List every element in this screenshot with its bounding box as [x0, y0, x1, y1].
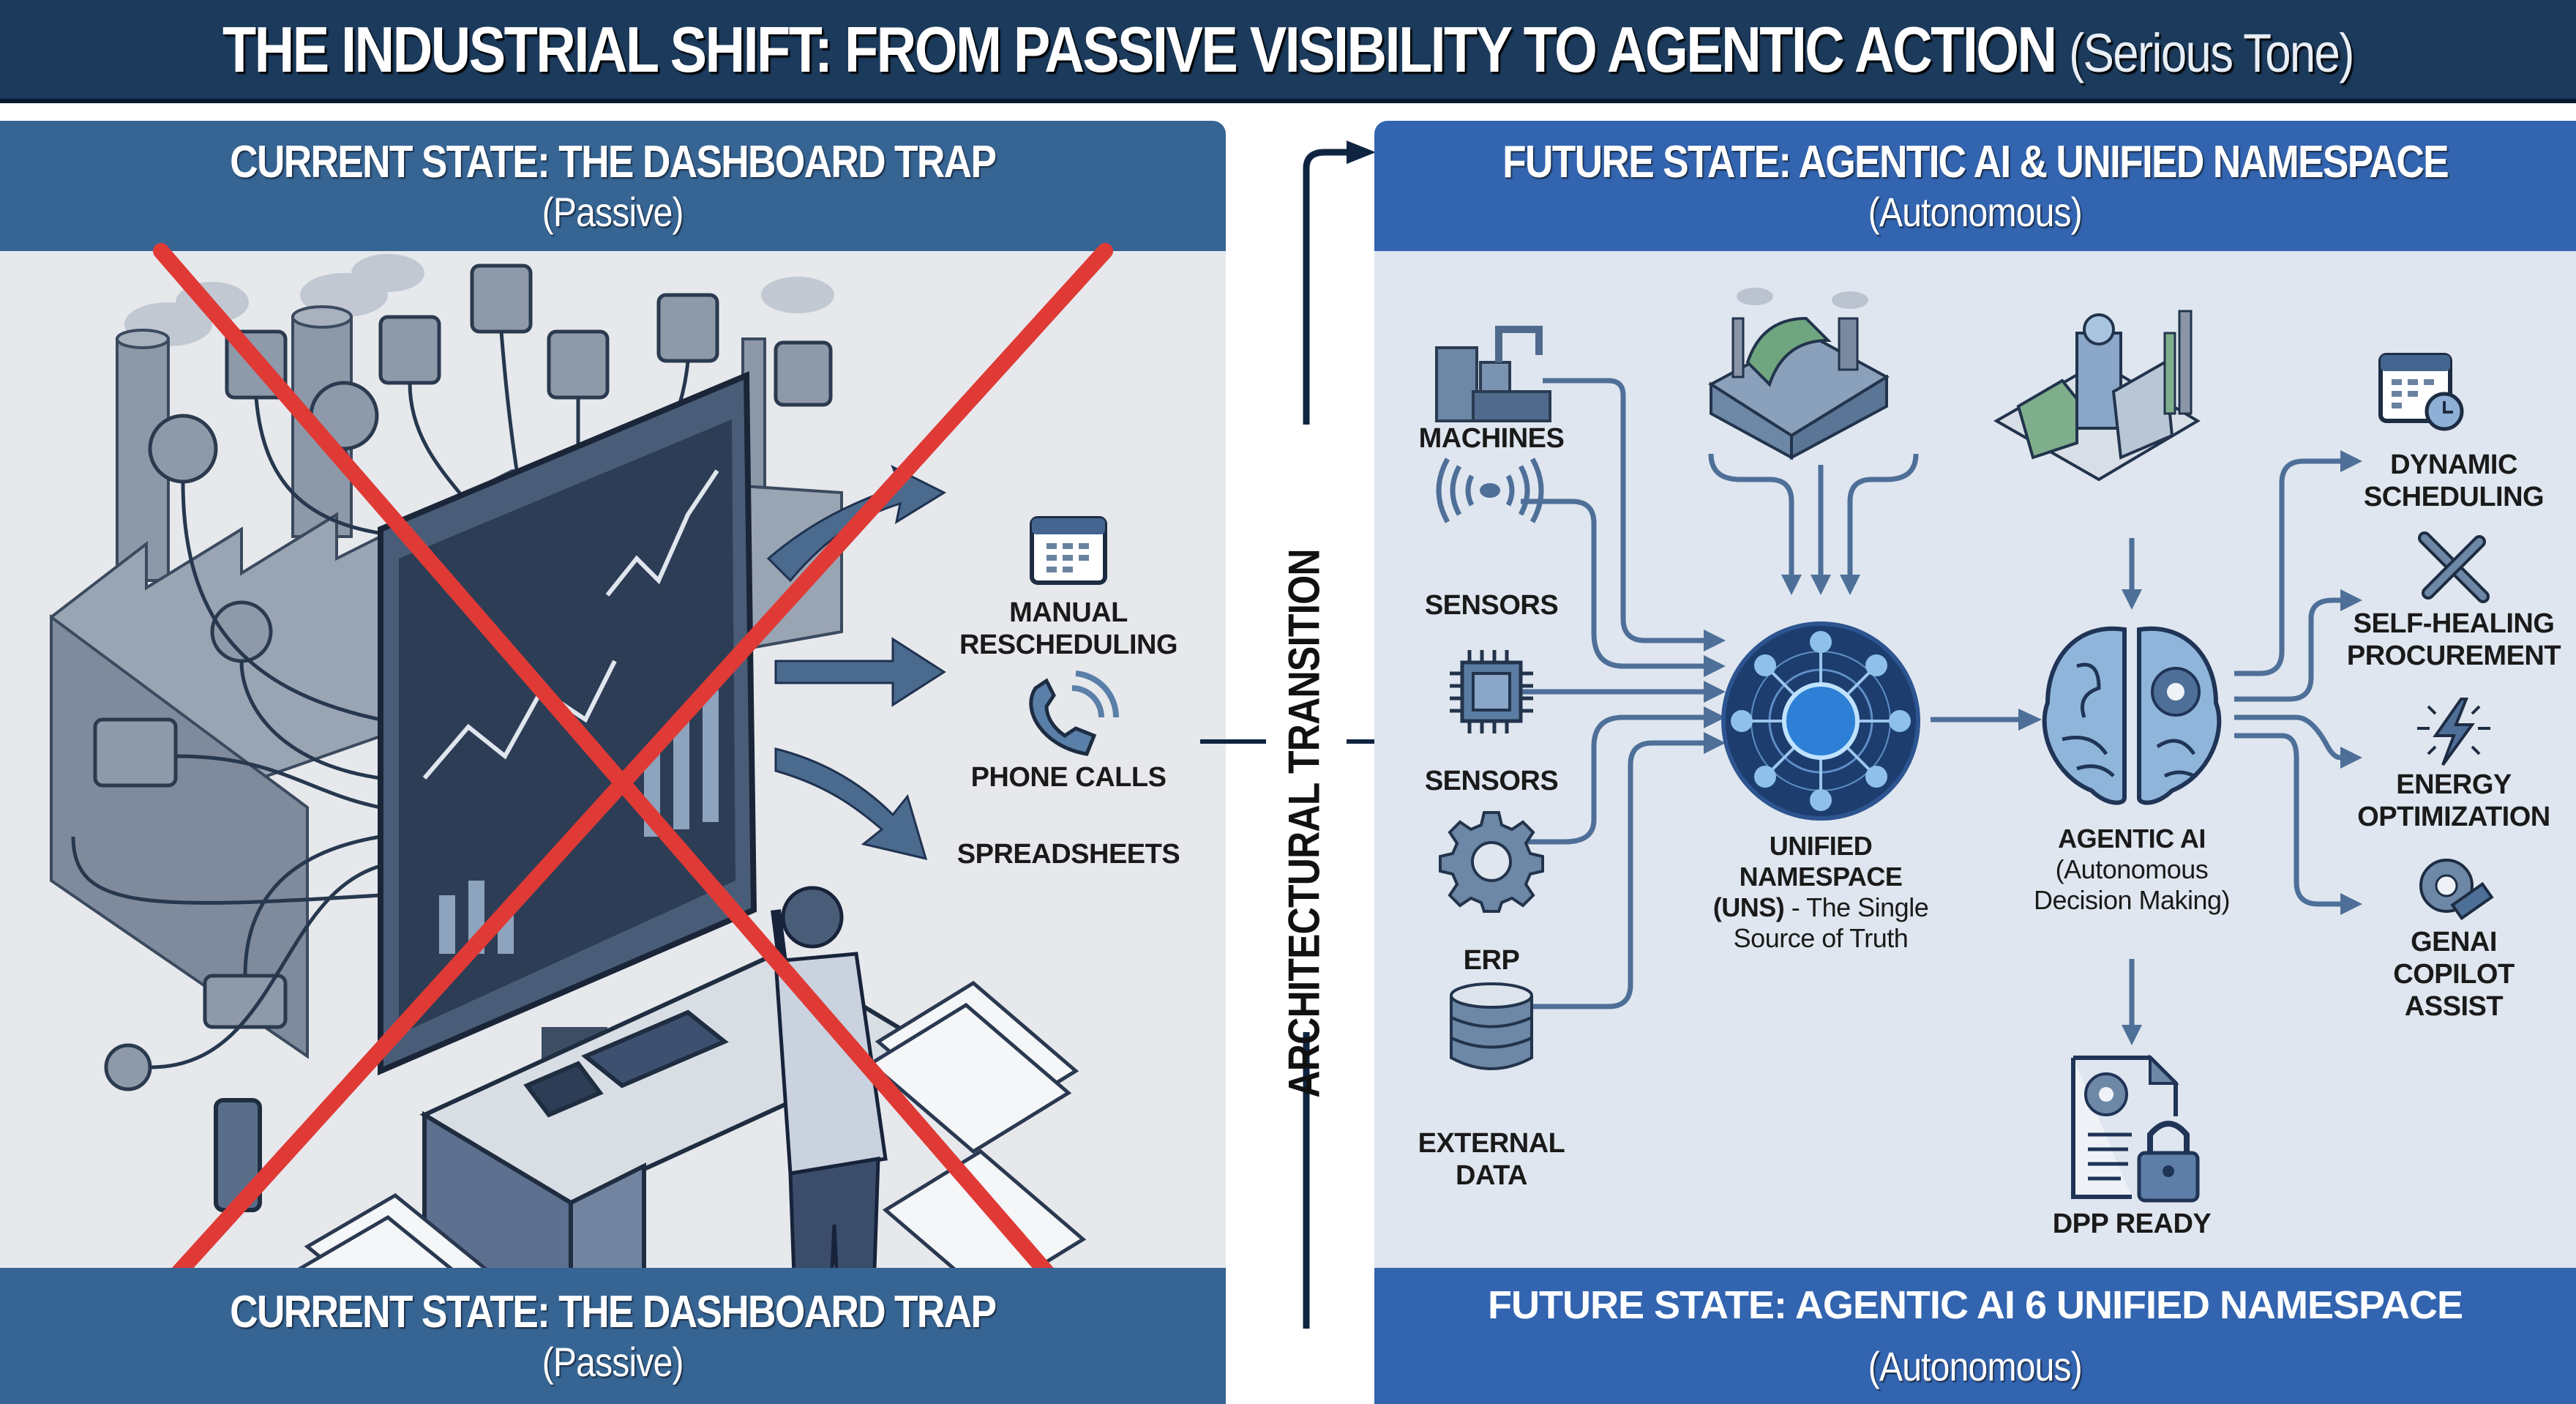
current-state-header: CURRENT STATE: THE DASHBOARD TRAP (Passi… [0, 121, 1226, 251]
genai-copilot-assist-label: GENAI COPILOT ASSIST [2393, 927, 2515, 1022]
sensors-label: SENSORS [1424, 590, 1559, 621]
machines-label: MACHINES [1418, 423, 1565, 454]
future-state-subtitle: (Autonomous) [1868, 189, 2083, 235]
machine-icon [1435, 326, 1551, 422]
future-state-title: FUTURE STATE: AGENTIC AI & UNIFIED NAMES… [1502, 137, 2449, 187]
current-state-panel: CURRENT STATE: THE DASHBOARD TRAP (Passi… [0, 121, 1226, 1404]
database-icon [1450, 982, 1533, 1070]
future-state-footer-subtitle: (Autonomous) [1868, 1343, 2083, 1389]
smart-factory-icon [1993, 310, 2201, 482]
brain-icon [2042, 626, 2222, 805]
tools-icon [2418, 531, 2490, 603]
spreadsheets-label: SPREADSHEETS [956, 839, 1180, 870]
title-tone: (Serious Tone) [2069, 22, 2354, 83]
red-cross-icon [94, 243, 1128, 1364]
current-state-footer: CURRENT STATE: THE DASHBOARD TRAP (Passi… [0, 1268, 1226, 1404]
phone-calls-label: PHONE CALLS [970, 762, 1167, 793]
agentic-ai-label: AGENTIC AI (Autonomous Decision Making) [2033, 824, 2231, 915]
current-state-footer-title: CURRENT STATE: THE DASHBOARD TRAP [230, 1287, 997, 1337]
page-title: THE INDUSTRIAL SHIFT: FROM PASSIVE VISIB… [222, 12, 2354, 87]
energy-optimization-label: ENERGY OPTIMIZATION [2357, 769, 2550, 832]
dpp-ready-label: DPP READY [2052, 1209, 2212, 1239]
future-state-footer-title: FUTURE STATE: AGENTIC AI 6 UNIFIED NAMES… [1487, 1282, 2463, 1327]
data-flow-lines [1506, 378, 2362, 1045]
unified-namespace-hub-icon [1721, 621, 1920, 821]
external-data-label: EXTERNAL DATA [1418, 1128, 1565, 1191]
title-bar: THE INDUSTRIAL SHIFT: FROM PASSIVE VISIB… [0, 0, 2576, 103]
manual-rescheduling-label: MANUAL RESCHEDULING [959, 597, 1178, 660]
current-state-footer-subtitle: (Passive) [542, 1339, 684, 1385]
calendar-clock-icon [2378, 353, 2464, 431]
self-healing-procurement-label: SELF-HEALING PROCUREMENT [2346, 608, 2561, 671]
dashboard-trap-illustration [50, 243, 1128, 1404]
future-state-panel: FUTURE STATE: AGENTIC AI & UNIFIED NAMES… [1374, 121, 2576, 1404]
architectural-transition-label: ARCHITECTURAL TRANSITION [1279, 549, 1329, 1098]
gear-ruler-icon [2419, 859, 2494, 921]
chip-icon [1450, 650, 1533, 733]
current-state-title: CURRENT STATE: THE DASHBOARD TRAP [230, 137, 997, 187]
lightning-icon [2417, 698, 2490, 766]
sensor-devices [93, 264, 833, 1091]
title-text: THE INDUSTRIAL SHIFT: FROM PASSIVE VISIB… [222, 12, 2057, 86]
output-arrows [766, 464, 947, 861]
dynamic-scheduling-label: DYNAMIC SCHEDULING [2363, 449, 2545, 512]
gear-icon [1439, 811, 1544, 913]
dpp-document-lock-icon [2071, 1054, 2200, 1203]
wireless-sensor-icon [1436, 458, 1544, 523]
current-state-subtitle: (Passive) [542, 189, 684, 235]
future-state-header: FUTURE STATE: AGENTIC AI & UNIFIED NAMES… [1374, 121, 2576, 251]
sensors-chip-label: SENSORS [1424, 766, 1559, 796]
future-state-footer: FUTURE STATE: AGENTIC AI 6 UNIFIED NAMES… [1374, 1268, 2576, 1404]
erp-label: ERP [1463, 945, 1520, 976]
factory-icon [1708, 288, 1890, 460]
calendar-icon [1030, 516, 1107, 585]
uns-label: UNIFIED NAMESPACE (UNS) - The Single Sou… [1712, 831, 1929, 953]
arrow-head-icon [1347, 141, 1376, 164]
phone-icon [1029, 671, 1120, 756]
